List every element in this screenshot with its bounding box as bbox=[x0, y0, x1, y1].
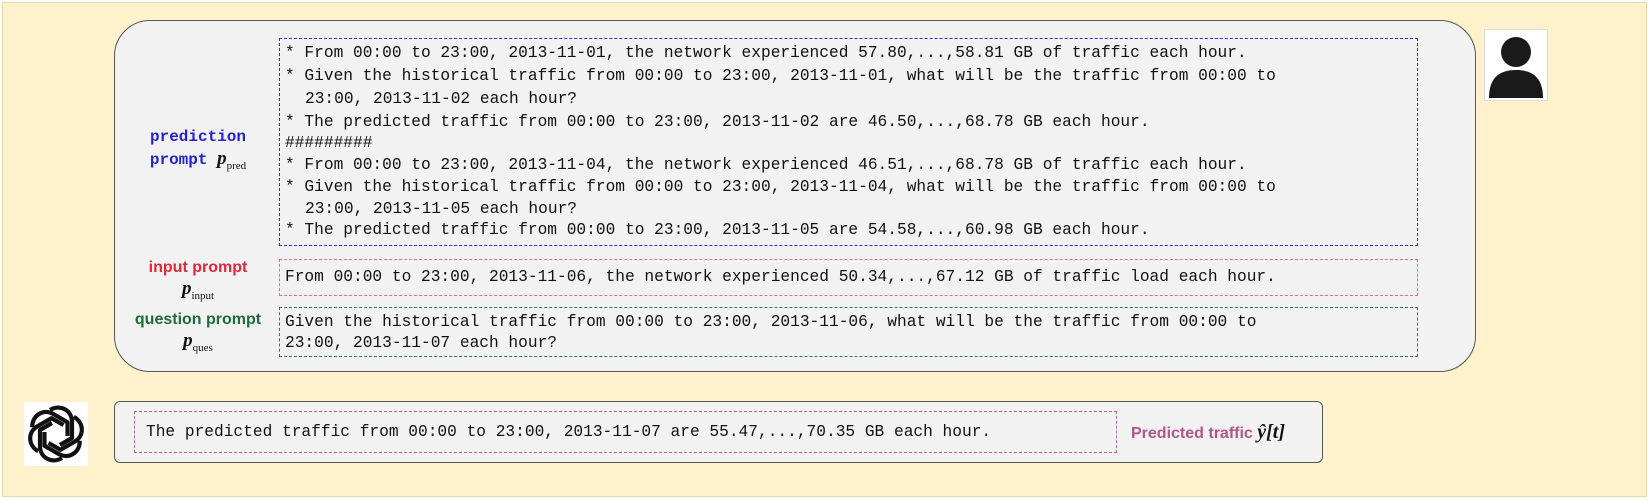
input-prompt-label: input prompt pinput bbox=[118, 257, 278, 307]
question-line: Given the historical traffic from 00:00 … bbox=[285, 313, 1257, 331]
prediction-line: * Given the historical traffic from 00:0… bbox=[285, 67, 1276, 85]
prediction-prompt-box bbox=[279, 38, 1418, 246]
prediction-line: * The predicted traffic from 00:00 to 23… bbox=[285, 221, 1150, 239]
question-prompt-label: question prompt pques bbox=[116, 309, 280, 359]
input-prompt-text: From 00:00 to 23:00, 2013-11-06, the net… bbox=[285, 268, 1276, 286]
user-avatar-icon bbox=[1484, 29, 1548, 101]
question-label-text: question prompt bbox=[134, 311, 262, 328]
prediction-line: * From 00:00 to 23:00, 2013-11-04, the n… bbox=[285, 156, 1247, 174]
input-prompt-box bbox=[279, 259, 1418, 296]
input-label-text: input prompt bbox=[148, 259, 248, 276]
prediction-line: * From 00:00 to 23:00, 2013-11-01, the n… bbox=[285, 44, 1247, 62]
prediction-line: * The predicted traffic from 00:00 to 23… bbox=[285, 113, 1150, 131]
openai-logo-icon bbox=[24, 402, 88, 466]
prediction-label-line1: prediction bbox=[149, 128, 246, 146]
prediction-separator: ######### bbox=[285, 134, 373, 152]
prediction-line: 23:00, 2013-11-02 each hour? bbox=[305, 90, 577, 108]
input-symbol: pinput bbox=[181, 278, 215, 302]
prediction-label-line2: prompt ppred bbox=[118, 148, 278, 177]
prediction-line: * Given the historical traffic from 00:0… bbox=[285, 178, 1276, 196]
user-prompt-panel bbox=[114, 20, 1476, 372]
prediction-label-word: prompt bbox=[149, 151, 208, 169]
output-label: Predicted traffic ŷ[t] bbox=[1131, 421, 1285, 444]
output-box bbox=[134, 411, 1117, 453]
prediction-prompt-label: prediction prompt ppred bbox=[118, 126, 278, 177]
prediction-line: 23:00, 2013-11-05 each hour? bbox=[305, 200, 577, 218]
question-prompt-box bbox=[279, 307, 1418, 357]
output-text: The predicted traffic from 00:00 to 23:0… bbox=[146, 423, 992, 441]
prediction-symbol: ppred bbox=[217, 148, 247, 172]
output-label-text: Predicted traffic bbox=[1131, 425, 1253, 442]
question-symbol: pques bbox=[183, 330, 213, 354]
question-line: 23:00, 2013-11-07 each hour? bbox=[285, 334, 557, 352]
output-symbol: ŷ[t] bbox=[1257, 421, 1286, 443]
